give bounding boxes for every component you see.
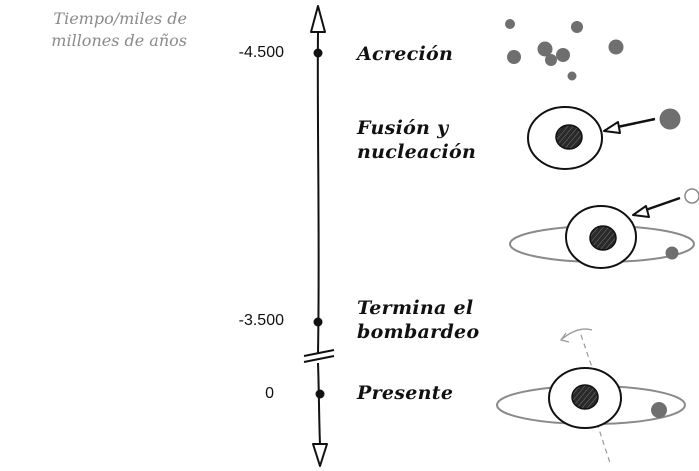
stage-label-present: Presente [357,382,454,404]
fusion-planet-core [555,124,583,150]
impact-body-outline [684,188,699,204]
stage-label-accretion: Acreción [357,43,454,65]
tick-label-zero: 0 [265,385,274,402]
axis-title-line2: millones de años [51,31,187,50]
axis-point-bombardment [313,317,323,327]
fusion-impactor [659,108,681,130]
axis-point-present [315,389,325,399]
stage-label-fusion: Fusión y nucleación [357,116,476,164]
axis-line-upper [316,31,320,354]
timeline-axis [303,5,335,467]
stage-label-fusion-line1: Fusión y [357,117,449,139]
impact-moonlet [665,246,679,260]
present-earth-core [571,384,599,410]
tick-label-minus-4500: -4.500 [238,44,284,61]
axis-break-mark-2 [303,355,335,363]
axis-point-accretion [313,48,323,58]
present-spin-axis-lower [596,422,611,464]
axis-arrow-up-icon [310,5,326,33]
impact-planet-core [589,225,617,251]
stage-label-bombardment: Termina el bombardeo [357,296,479,344]
present-rotation-arrow-icon [561,328,593,340]
axis-title-line1: Tiempo/miles de [53,9,187,28]
moon-forming-impact-icon [509,188,699,269]
axis-title: Tiempo/miles de millones de años [7,8,187,52]
axis-break-mark-1 [303,349,335,357]
present-moon [651,402,667,418]
present-earth-moon-icon [496,328,686,464]
impact-arrow-head-icon [632,205,650,218]
accretion-particles-icon [505,19,624,81]
axis-line-lower [317,362,321,445]
stage-label-bombardment-line1: Termina el [357,297,474,319]
stage-label-bombardment-line2: bombardeo [357,321,480,343]
stage-label-fusion-line2: nucleación [357,141,477,163]
axis-arrow-down-icon [312,443,328,467]
tick-label-minus-3500: -3.500 [238,312,284,329]
fusion-arrow-head-icon [603,121,621,134]
fusion-planet-icon [527,106,681,170]
